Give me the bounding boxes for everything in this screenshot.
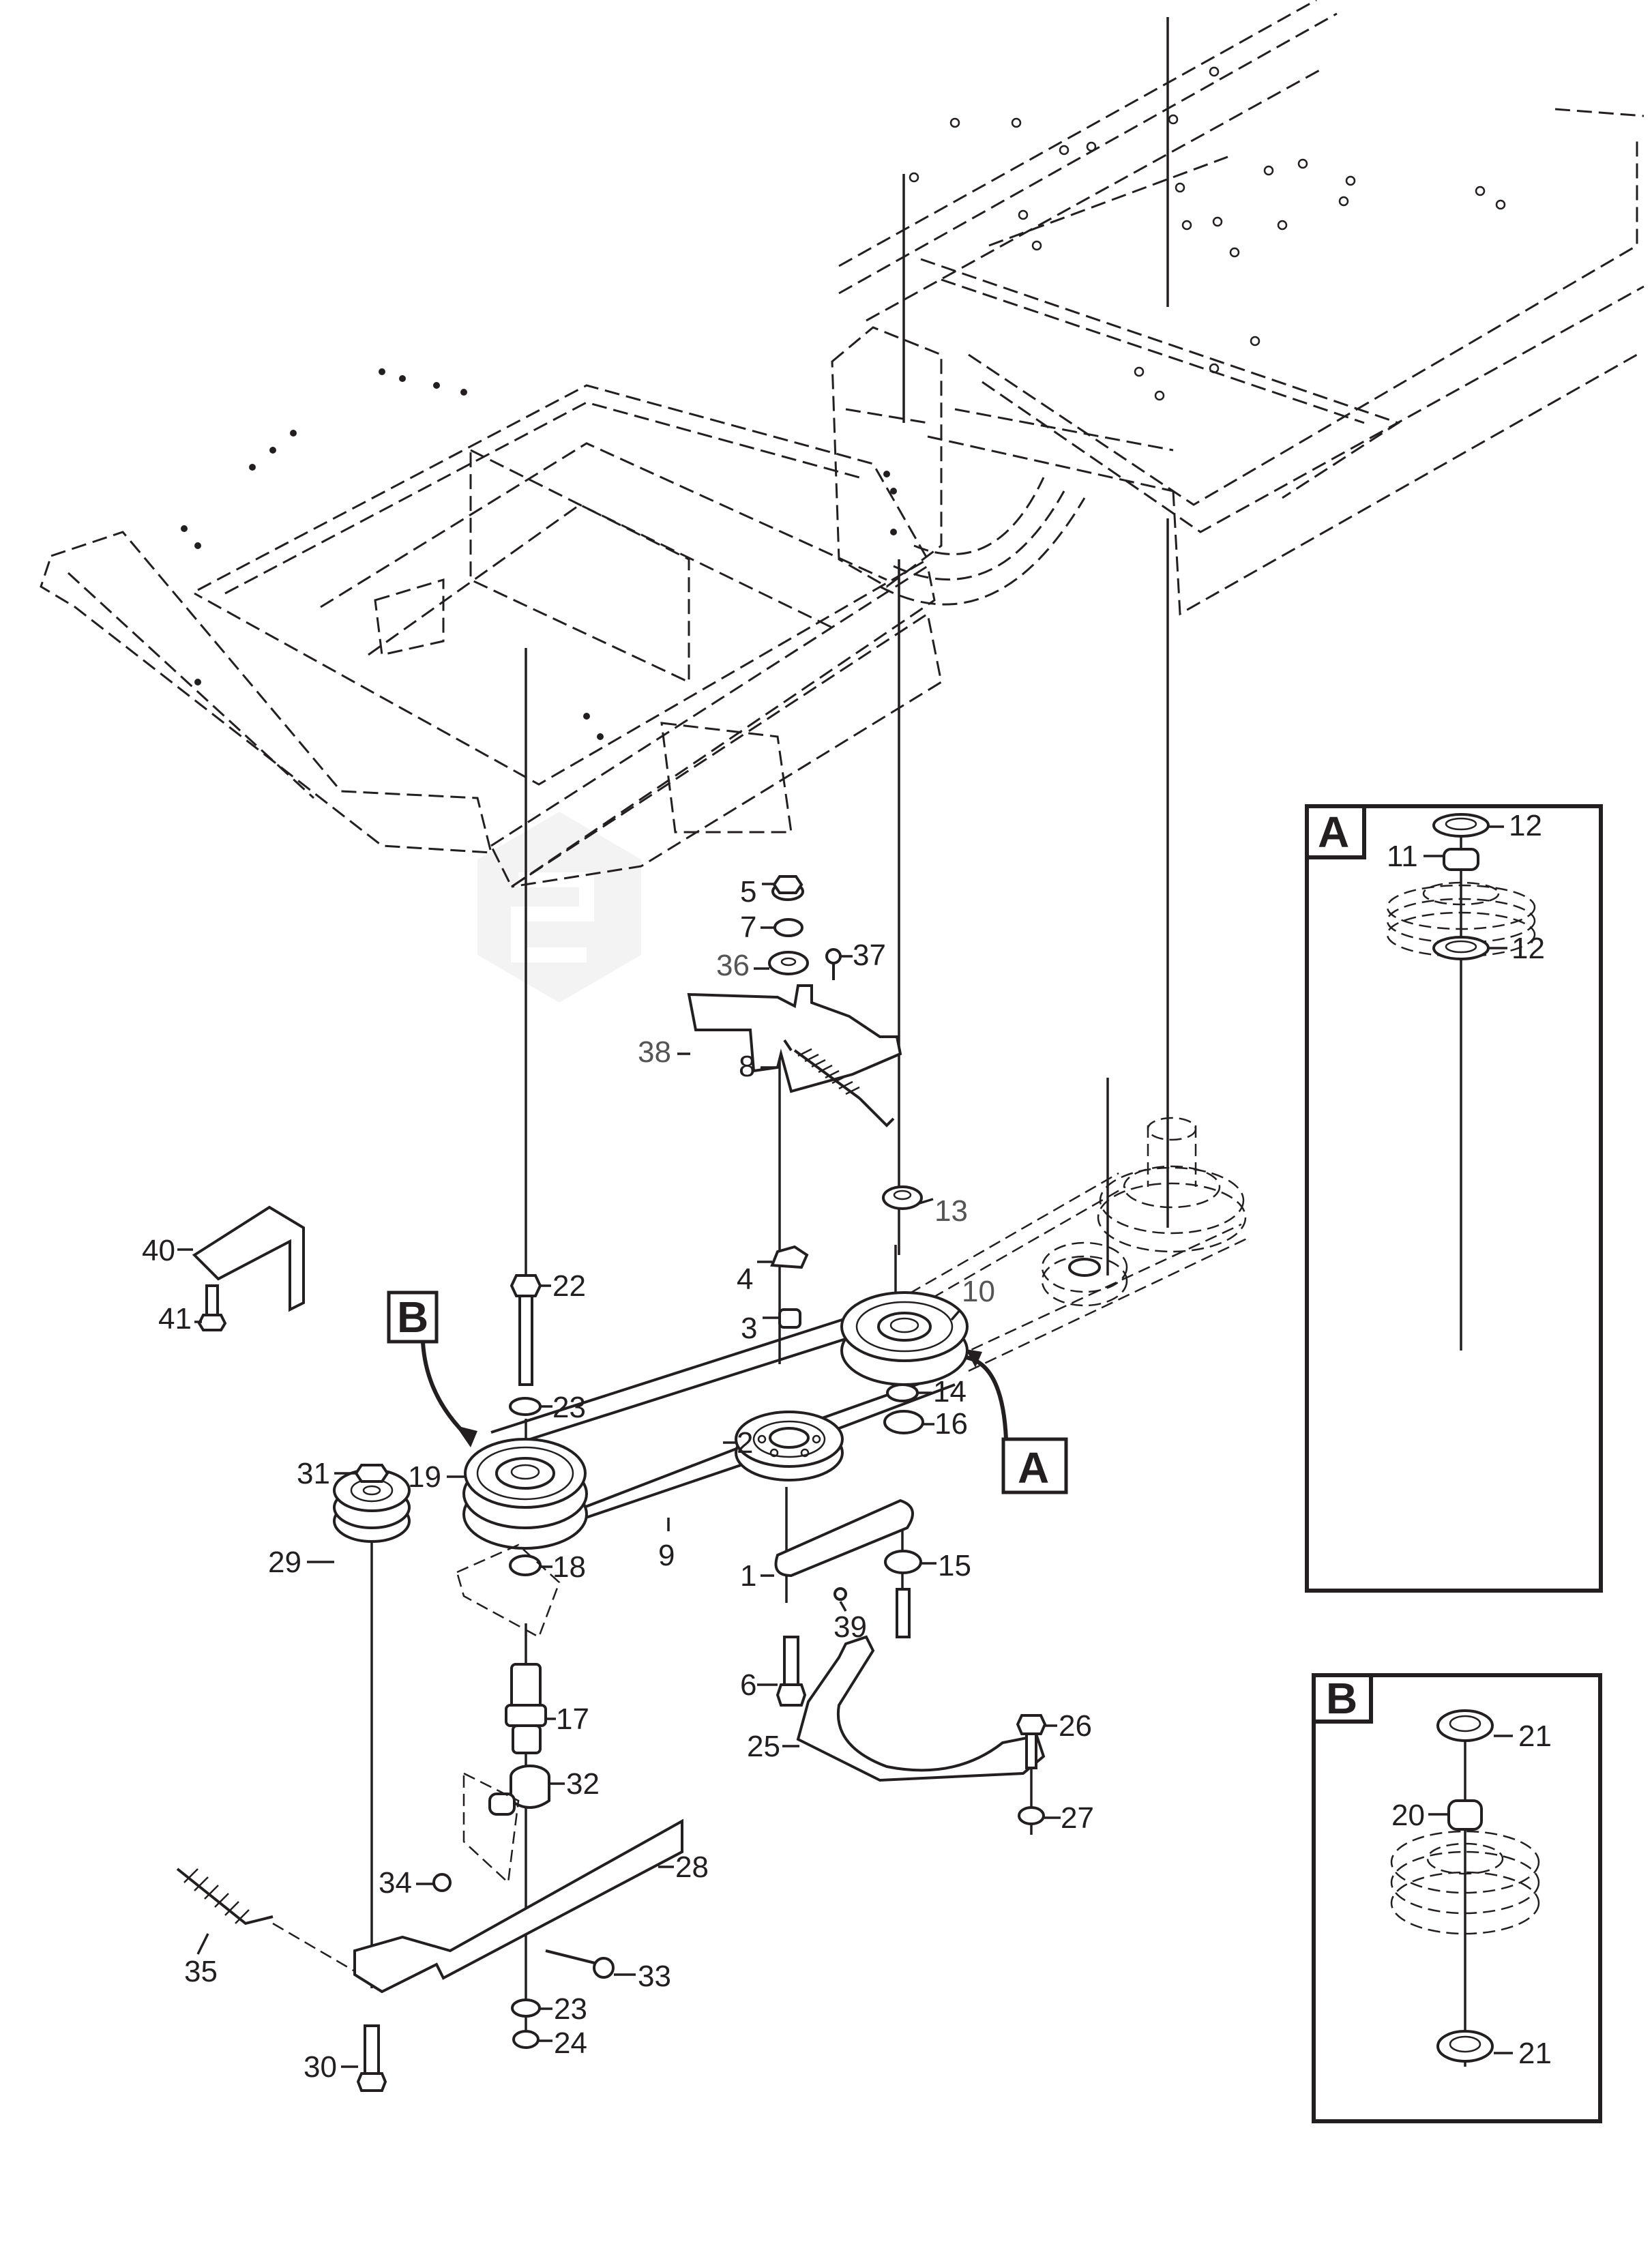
svg-text:31: 31 xyxy=(297,1457,330,1490)
callout-27: 27 xyxy=(1044,1801,1094,1835)
small-parts xyxy=(176,875,1047,2092)
svg-text:1: 1 xyxy=(740,1559,756,1593)
svg-text:15: 15 xyxy=(938,1549,971,1582)
svg-text:39: 39 xyxy=(834,1610,867,1644)
svg-text:16: 16 xyxy=(934,1407,968,1441)
detail-panel-B: B 21 20 21 xyxy=(1312,1673,1602,2123)
callout-32: 32 xyxy=(549,1767,600,1801)
callout-26: 26 xyxy=(1045,1709,1092,1743)
svg-text:3: 3 xyxy=(741,1312,757,1345)
callout-8: 8 xyxy=(739,1050,778,1083)
callout-10: 10 xyxy=(950,1275,995,1321)
svg-text:6: 6 xyxy=(740,1668,756,1702)
callout-9: 9 xyxy=(658,1518,675,1572)
callout-15: 15 xyxy=(921,1549,971,1582)
callout-labels: 5 7 36 37 38 8 13 4 10 3 2 14 16 9 1 15 … xyxy=(142,875,1094,2084)
svg-text:22: 22 xyxy=(552,1269,586,1303)
callout-33: 33 xyxy=(614,1960,671,1993)
detail-ref-A: A xyxy=(965,1349,1068,1494)
pulley-10 xyxy=(840,1291,969,1386)
svg-text:41: 41 xyxy=(158,1302,192,1336)
callout-38: 38 xyxy=(638,1035,690,1069)
svg-text:26: 26 xyxy=(1059,1709,1092,1743)
svg-text:10: 10 xyxy=(962,1275,995,1308)
svg-text:30: 30 xyxy=(304,2050,337,2084)
callout-40: 40 xyxy=(142,1234,193,1267)
callout-3: 3 xyxy=(741,1312,780,1345)
callout-25: 25 xyxy=(747,1730,799,1763)
callout-18: 18 xyxy=(540,1550,586,1584)
watermark xyxy=(477,812,641,1003)
svg-text:12: 12 xyxy=(1511,932,1545,965)
svg-text:20: 20 xyxy=(1391,1799,1425,1832)
detail-ref-B: B xyxy=(387,1290,477,1447)
callout-23-lower: 23 xyxy=(540,1992,587,2026)
callout-16: 16 xyxy=(923,1407,968,1441)
idler-pulley-2 xyxy=(735,1411,844,1481)
callout-35: 35 xyxy=(184,1933,218,1988)
callout-41: 41 xyxy=(158,1302,202,1336)
svg-text:24: 24 xyxy=(554,2026,587,2060)
svg-text:23: 23 xyxy=(554,1992,587,2026)
svg-text:A: A xyxy=(1018,1443,1049,1492)
frame-holes xyxy=(181,66,1506,740)
svg-text:8: 8 xyxy=(739,1050,755,1083)
svg-text:18: 18 xyxy=(552,1550,586,1584)
svg-text:33: 33 xyxy=(638,1960,671,1993)
rear-belt xyxy=(845,1172,1249,1372)
callout-39: 39 xyxy=(834,1601,867,1644)
callout-1: 1 xyxy=(740,1559,774,1593)
callout-31: 31 xyxy=(297,1457,356,1490)
svg-text:11: 11 xyxy=(1387,840,1418,873)
svg-text:B: B xyxy=(1326,1674,1357,1723)
svg-text:9: 9 xyxy=(658,1539,675,1572)
svg-text:13: 13 xyxy=(934,1194,968,1228)
svg-text:21: 21 xyxy=(1518,1720,1552,1753)
detail-panel-A: A 12 11 12 xyxy=(1305,804,1603,1593)
svg-text:23: 23 xyxy=(552,1391,586,1424)
rear-idler-pulley xyxy=(1041,1241,1128,1307)
svg-text:36: 36 xyxy=(716,949,750,982)
callout-14: 14 xyxy=(917,1375,967,1408)
callout-17: 17 xyxy=(546,1702,589,1736)
svg-text:25: 25 xyxy=(747,1730,780,1763)
callout-34: 34 xyxy=(379,1866,433,1900)
svg-text:37: 37 xyxy=(853,939,886,972)
svg-text:14: 14 xyxy=(933,1375,967,1408)
callout-22: 22 xyxy=(539,1269,586,1303)
callout-2: 2 xyxy=(723,1426,753,1460)
svg-text:4: 4 xyxy=(737,1263,753,1296)
callout-36: 36 xyxy=(716,949,769,982)
pulley-29 xyxy=(333,1469,411,1543)
callout-37: 37 xyxy=(840,939,886,972)
svg-text:5: 5 xyxy=(740,875,756,909)
rear-drive-pulley xyxy=(1097,1117,1247,1253)
svg-text:21: 21 xyxy=(1518,2037,1552,2070)
svg-text:34: 34 xyxy=(379,1866,412,1900)
svg-text:32: 32 xyxy=(566,1767,600,1801)
callout-7: 7 xyxy=(740,911,776,944)
svg-text:17: 17 xyxy=(556,1702,589,1736)
mower-frame xyxy=(40,0,1644,889)
callout-4: 4 xyxy=(737,1260,772,1296)
callout-13: 13 xyxy=(917,1194,968,1228)
svg-text:40: 40 xyxy=(142,1234,175,1267)
svg-text:38: 38 xyxy=(638,1035,671,1069)
callout-24: 24 xyxy=(539,2026,587,2060)
double-pulley-19 xyxy=(462,1438,588,1550)
svg-text:A: A xyxy=(1318,808,1349,857)
callout-23-upper: 23 xyxy=(540,1391,586,1424)
callout-30: 30 xyxy=(304,2050,358,2084)
svg-text:7: 7 xyxy=(740,911,756,944)
svg-text:27: 27 xyxy=(1061,1801,1094,1835)
callout-5: 5 xyxy=(740,875,776,909)
svg-text:B: B xyxy=(397,1293,428,1342)
svg-text:12: 12 xyxy=(1509,809,1542,842)
spring-8-shape xyxy=(783,1039,895,1127)
callout-6: 6 xyxy=(740,1668,778,1702)
svg-text:35: 35 xyxy=(184,1955,218,1988)
svg-text:2: 2 xyxy=(737,1426,753,1460)
